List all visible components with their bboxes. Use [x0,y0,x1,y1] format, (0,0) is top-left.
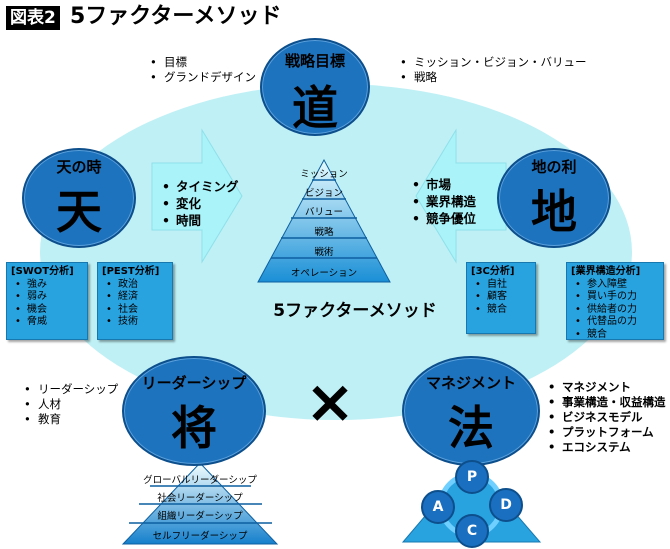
box-item: 顧客 [471,291,531,304]
cross-mark: × [304,367,356,437]
box-item: 競合 [571,329,659,342]
leadership-level-social: 社会リーダーシップ [157,493,243,504]
box-item: 参入障壁 [571,279,659,292]
box-item: 社会 [102,304,168,317]
box-item: 経済 [102,291,168,304]
bullet: リーダーシップ [24,382,118,397]
circle-chi-char: 地 [531,185,577,239]
bullet: 戦略 [400,70,587,85]
bullet: マネジメント [548,380,666,395]
swot-header: [SWOT分析] [11,266,74,277]
box-item: 技術 [102,316,168,329]
circle-do: 戦略目標 道 [260,38,370,136]
swot-box: [SWOT分析] 強み 弱み 機会 脅威 [6,262,88,340]
circle-ten: 天の時 天 [22,148,136,248]
pyramid-level-strategy: 戦略 [314,227,334,238]
circle-ho: マネジメント 法 [402,356,540,466]
circle-do-char: 道 [292,81,338,135]
pdca-p: P [455,460,489,494]
bullet: エコシステム [548,440,666,455]
circle-ho-sub: マネジメント [425,374,516,392]
circle-sho: リーダーシップ 将 [122,356,266,466]
bullet: ビジネスモデル [548,410,666,425]
bullet: 競争優位 [412,210,476,227]
pest-header: [PEST分析] [102,266,160,277]
box-item: 弱み [11,291,83,304]
pdca-c: C [455,514,489,548]
box-item: 政治 [102,279,168,292]
bullet: 教育 [24,412,118,427]
box-item: 強み [11,279,83,292]
3c-box: [3C分析] 自社 顧客 競合 [466,262,536,334]
center-title: 5ファクターメソッド [273,301,437,321]
circle-sho-sub: リーダーシップ [141,374,247,392]
figure-title: 5ファクターメソッド [70,4,282,29]
pdca-a: A [421,490,455,524]
leadership-level-organization: 組織リーダーシップ [157,511,243,522]
bullet: 時間 [162,212,239,229]
circle-do-sub: 戦略目標 [284,52,345,70]
pyramid-level-value: バリュー [304,207,343,218]
industry-structure-box: [業界構造分析] 参入障壁 買い手の力 供給者の力 代替品の力 競合 [566,262,664,340]
industry-structure-header: [業界構造分析] [571,266,641,277]
leadership-level-global: グローバルリーダーシップ [143,475,257,486]
left-arrow-bullets: タイミング 変化 時間 [162,178,239,229]
bullet: 事業構造・収益構造 [548,395,666,410]
circle-chi: 地の利 地 [497,148,611,248]
circle-ho-char: 法 [448,401,494,455]
pyramid-level-operation: オペレーション [290,268,358,279]
pest-box: [PEST分析] 政治 経済 社会 技術 [97,262,173,340]
pyramid-level-vision: ビジョン [304,188,343,199]
bullet: タイミング [162,178,239,195]
bullet: ミッション・ビジョン・バリュー [400,55,587,70]
bullet: 人材 [24,397,118,412]
box-item: 買い手の力 [571,291,659,304]
circle-ten-sub: 天の時 [56,158,102,176]
bullet: 業界構造 [412,193,476,210]
top-right-bullets: ミッション・ビジョン・バリュー 戦略 [400,55,587,85]
3c-header: [3C分析] [471,266,515,277]
box-item: 供給者の力 [571,304,659,317]
bullet: 変化 [162,195,239,212]
bullet: 市場 [412,176,476,193]
box-item: 競合 [471,304,531,317]
pyramid-level-tactics: 戦術 [314,247,334,258]
right-arrow-bullets: 市場 業界構造 競争優位 [412,176,476,227]
box-item: 脅威 [11,316,83,329]
leadership-bullets: リーダーシップ 人材 教育 [24,382,118,427]
center-pyramid-shape [257,158,391,283]
box-item: 機会 [11,304,83,317]
bullet: グランドデザイン [150,70,256,85]
top-left-bullets: 目標 グランドデザイン [150,55,256,85]
bullet: 目標 [150,55,256,70]
management-bullets: マネジメント 事業構造・収益構造 ビジネスモデル プラットフォーム エコシステム [548,380,666,455]
pyramid-level-mission: ミッション [300,169,348,180]
box-item: 代替品の力 [571,316,659,329]
circle-chi-sub: 地の利 [531,158,577,176]
pdca-d: D [489,488,523,522]
leadership-level-self: セルフリーダーシップ [152,531,248,542]
figure-label: 図表2 [6,6,60,30]
circle-ten-char: 天 [56,185,102,239]
bullet: プラットフォーム [548,425,666,440]
circle-sho-char: 将 [171,401,217,455]
box-item: 自社 [471,279,531,292]
